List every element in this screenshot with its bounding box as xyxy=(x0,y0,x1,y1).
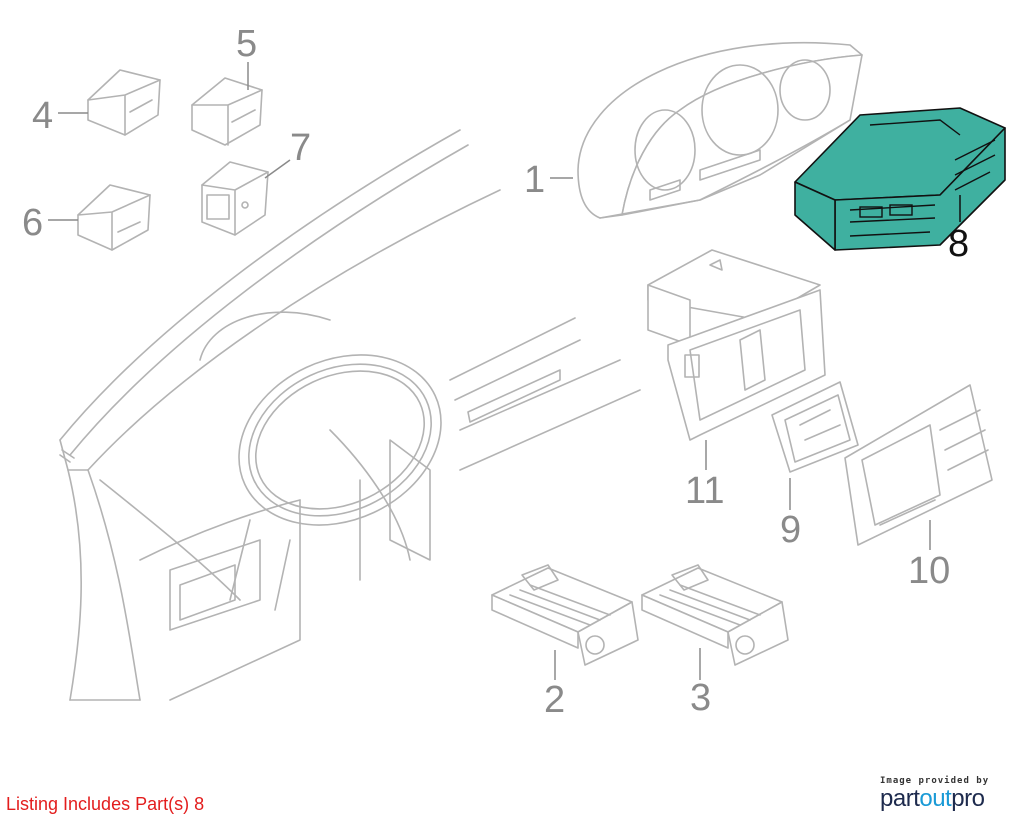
brand-logo: Image provided by partoutpro xyxy=(880,776,990,813)
part-3-climate-unit xyxy=(641,564,789,666)
part-6-switch xyxy=(77,184,151,251)
steering-wheel xyxy=(199,311,442,611)
callout-7: 7 xyxy=(290,127,311,169)
part-2-climate-unit xyxy=(491,564,639,666)
callout-1: 1 xyxy=(524,159,545,201)
leader-7 xyxy=(264,159,291,179)
part-1-instrument-cluster xyxy=(577,41,863,219)
part-8-climate-control[interactable] xyxy=(794,107,1006,251)
callout-4: 4 xyxy=(32,95,53,137)
part-4-switch xyxy=(87,69,161,136)
brand-name-suffix: pro xyxy=(951,785,985,812)
part-10-trim-bezel xyxy=(844,384,993,546)
callout-numbers: 1 2 3 4 5 6 7 8 9 10 11 xyxy=(22,23,969,721)
callout-2: 2 xyxy=(544,679,565,721)
brand-name: partoutpro xyxy=(880,785,990,813)
callout-8: 8 xyxy=(948,223,969,265)
part-11-mounting-bracket xyxy=(647,249,826,441)
callout-3: 3 xyxy=(690,677,711,719)
brand-provided-by: Image provided by xyxy=(880,776,990,786)
brand-name-part: part xyxy=(880,785,920,812)
part-9-display-screen xyxy=(771,381,859,473)
callout-leaders xyxy=(48,62,961,680)
brand-name-accent: out xyxy=(919,785,952,812)
listing-caption: Listing Includes Part(s) 8 xyxy=(6,794,205,814)
part-7-mirror-switch xyxy=(201,161,269,236)
callout-6: 6 xyxy=(22,202,43,244)
callout-10: 10 xyxy=(908,550,950,592)
callout-11: 11 xyxy=(685,470,724,512)
part-5-switch xyxy=(191,77,263,146)
dashboard-outline xyxy=(59,129,641,701)
callout-5: 5 xyxy=(236,23,257,65)
callout-9: 9 xyxy=(780,509,801,551)
